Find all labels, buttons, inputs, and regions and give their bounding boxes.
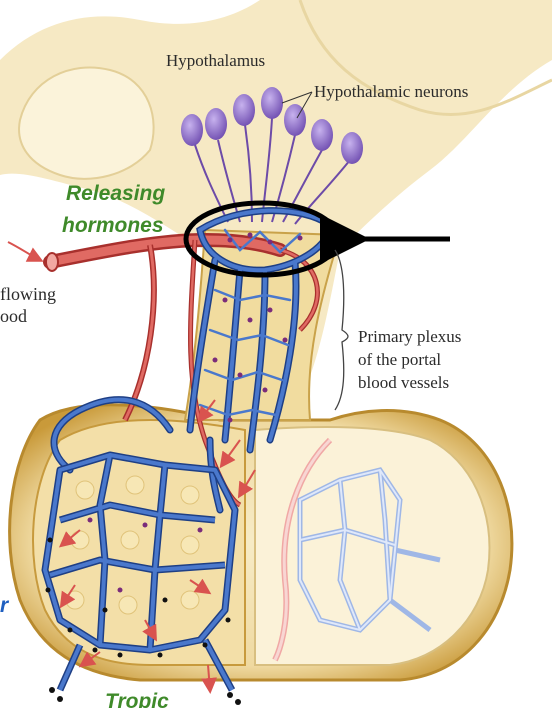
blood-flow-arrows	[58, 399, 256, 694]
neuron-cell-6	[311, 119, 333, 151]
neuron-cell-1	[181, 114, 203, 146]
neuron-cell-4	[261, 87, 283, 119]
label-hypothalamic-neurons: Hypothalamic neurons	[314, 82, 468, 101]
label-plexus-line1: Primary plexus	[358, 327, 461, 346]
posterior-lobe-vessels	[272, 437, 441, 662]
label-releasing-line2: hormones	[62, 214, 164, 237]
neurons-leader-lines	[281, 91, 313, 119]
neuron-cell-3	[233, 94, 255, 126]
label-plexus-line2: of the portal	[358, 350, 441, 369]
hypothalamus-tissue	[0, 0, 552, 400]
inflow-arrow	[7, 241, 44, 262]
label-releasing-line1: Releasing	[66, 182, 165, 205]
hormone-particles	[45, 232, 303, 705]
label-hypothalamus: Hypothalamus	[166, 51, 265, 70]
label-tropic: Tropic	[105, 690, 169, 708]
plexus-bracket	[334, 249, 349, 411]
hypothalamic-neurons	[181, 87, 363, 225]
label-cut-letter: r	[0, 594, 10, 617]
neuron-cell-7	[341, 132, 363, 164]
label-inflow-line1: flowing	[0, 284, 56, 304]
secondary-capillary-plexus	[41, 451, 239, 692]
label-plexus-line3: blood vessels	[358, 373, 449, 392]
neuron-cell-2	[205, 108, 227, 140]
portal-veins	[50, 207, 334, 514]
label-inflow-line2: ood	[0, 306, 27, 326]
